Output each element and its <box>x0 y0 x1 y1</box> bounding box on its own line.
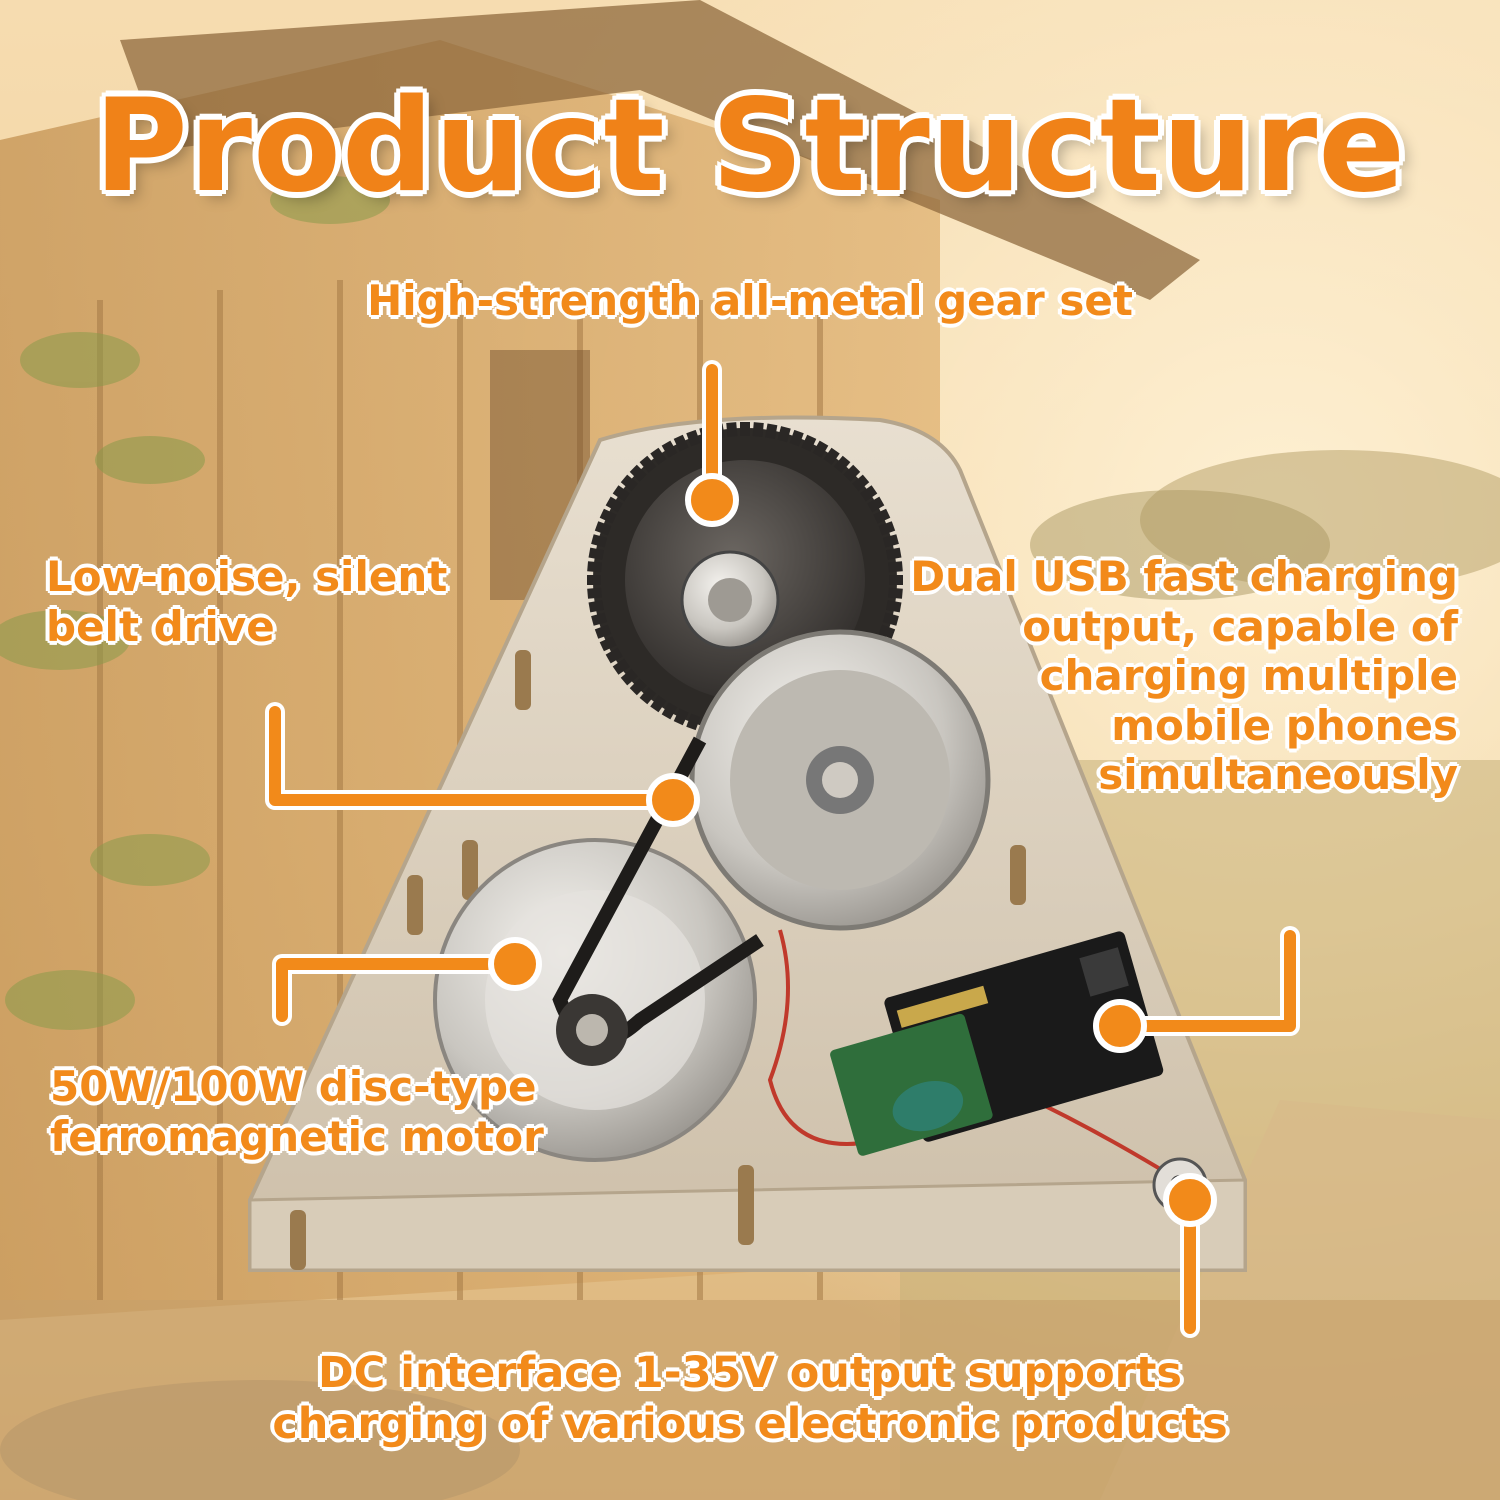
gear-tooth <box>686 429 701 447</box>
callout-line: simultaneously <box>1098 750 1458 800</box>
gear-tooth <box>777 426 791 443</box>
gear-tooth <box>605 496 623 513</box>
callout-gear-set: High-strength all-metal gear set <box>367 276 1133 325</box>
gear-tooth <box>629 464 647 482</box>
callout-line: Dual USB fast charging <box>910 552 1458 601</box>
gear-tooth <box>888 561 903 573</box>
callout-usb-output: Dual USB fast charging output, capable o… <box>910 552 1458 800</box>
gear-tooth <box>605 647 623 664</box>
callout-line: output, capable of <box>1022 601 1458 651</box>
gear-tooth <box>833 455 851 473</box>
callout-line: belt drive <box>46 601 275 651</box>
gear-tooth <box>673 434 689 452</box>
gear-tooth <box>882 534 899 548</box>
callout-dot-icon <box>488 937 542 991</box>
gear-tooth <box>588 600 605 613</box>
gear-tooth <box>686 713 701 731</box>
gear-tooth <box>650 695 667 713</box>
callout-dot-icon <box>1093 999 1147 1053</box>
gear-tooth <box>591 612 608 626</box>
gear-tooth <box>889 575 903 585</box>
gear-tooth <box>843 464 861 482</box>
callout-line: charging of various electronic products <box>272 1398 1228 1449</box>
gear-tooth <box>591 534 608 548</box>
gear-tooth <box>612 485 630 502</box>
callout-motor: 50W/100W disc-type ferromagnetic motor <box>50 1062 544 1161</box>
callout-line: Low-noise, silent <box>46 552 448 601</box>
callout-dc-interface: DC interface 1-35V output supports charg… <box>0 1348 1500 1449</box>
gear-tooth <box>661 440 678 458</box>
gear-tooth <box>878 624 896 639</box>
callout-line: 50W/100W disc-type <box>50 1062 537 1111</box>
callout-line: mobile phones <box>1111 700 1458 750</box>
gear-tooth <box>726 422 738 437</box>
page-title: Product Structure <box>94 72 1406 221</box>
gear-tooth <box>599 636 617 652</box>
gear-tooth <box>867 496 885 513</box>
gear-tooth <box>882 612 899 626</box>
gear-tooth <box>873 508 891 524</box>
gear-tooth <box>612 658 630 675</box>
callout-line: charging multiple <box>1039 651 1458 701</box>
callout-dot-icon <box>646 773 700 827</box>
gear-tooth <box>752 422 764 437</box>
gear-tooth <box>639 455 657 473</box>
gear-tooth <box>587 587 602 599</box>
gear-tooth <box>885 547 902 560</box>
gear-tooth <box>594 624 612 639</box>
callout-dot-icon <box>685 473 739 527</box>
gear-tooth <box>801 434 817 452</box>
gear-tooth <box>587 561 602 573</box>
gear-tooth <box>885 600 902 613</box>
gear-tooth <box>620 668 638 686</box>
gear-tooth <box>888 587 903 599</box>
gear-tooth <box>661 702 678 720</box>
callout-belt-drive: Low-noise, silent belt drive <box>46 552 447 651</box>
gear-tooth <box>629 678 647 696</box>
gear-tooth <box>765 423 778 440</box>
gear-tooth <box>587 575 601 585</box>
gear-tooth <box>860 485 878 502</box>
gear-tooth <box>588 547 605 560</box>
callout-line: ferromagnetic motor <box>50 1111 544 1161</box>
gear-tooth <box>594 521 612 536</box>
gear-tooth <box>673 708 689 726</box>
gear-tooth <box>812 440 829 458</box>
gear-tooth <box>620 474 638 492</box>
gear-tooth <box>852 474 870 492</box>
gear-tooth <box>789 429 804 447</box>
gear-tooth <box>639 687 657 705</box>
gear-tooth <box>599 508 617 524</box>
gear-tooth <box>650 447 667 465</box>
gear-tooth <box>740 422 750 436</box>
gear-tooth <box>878 521 896 536</box>
gear-tooth <box>823 447 840 465</box>
callout-dot-icon <box>1163 1173 1217 1227</box>
callout-line: DC interface 1-35V output supports <box>318 1348 1182 1398</box>
